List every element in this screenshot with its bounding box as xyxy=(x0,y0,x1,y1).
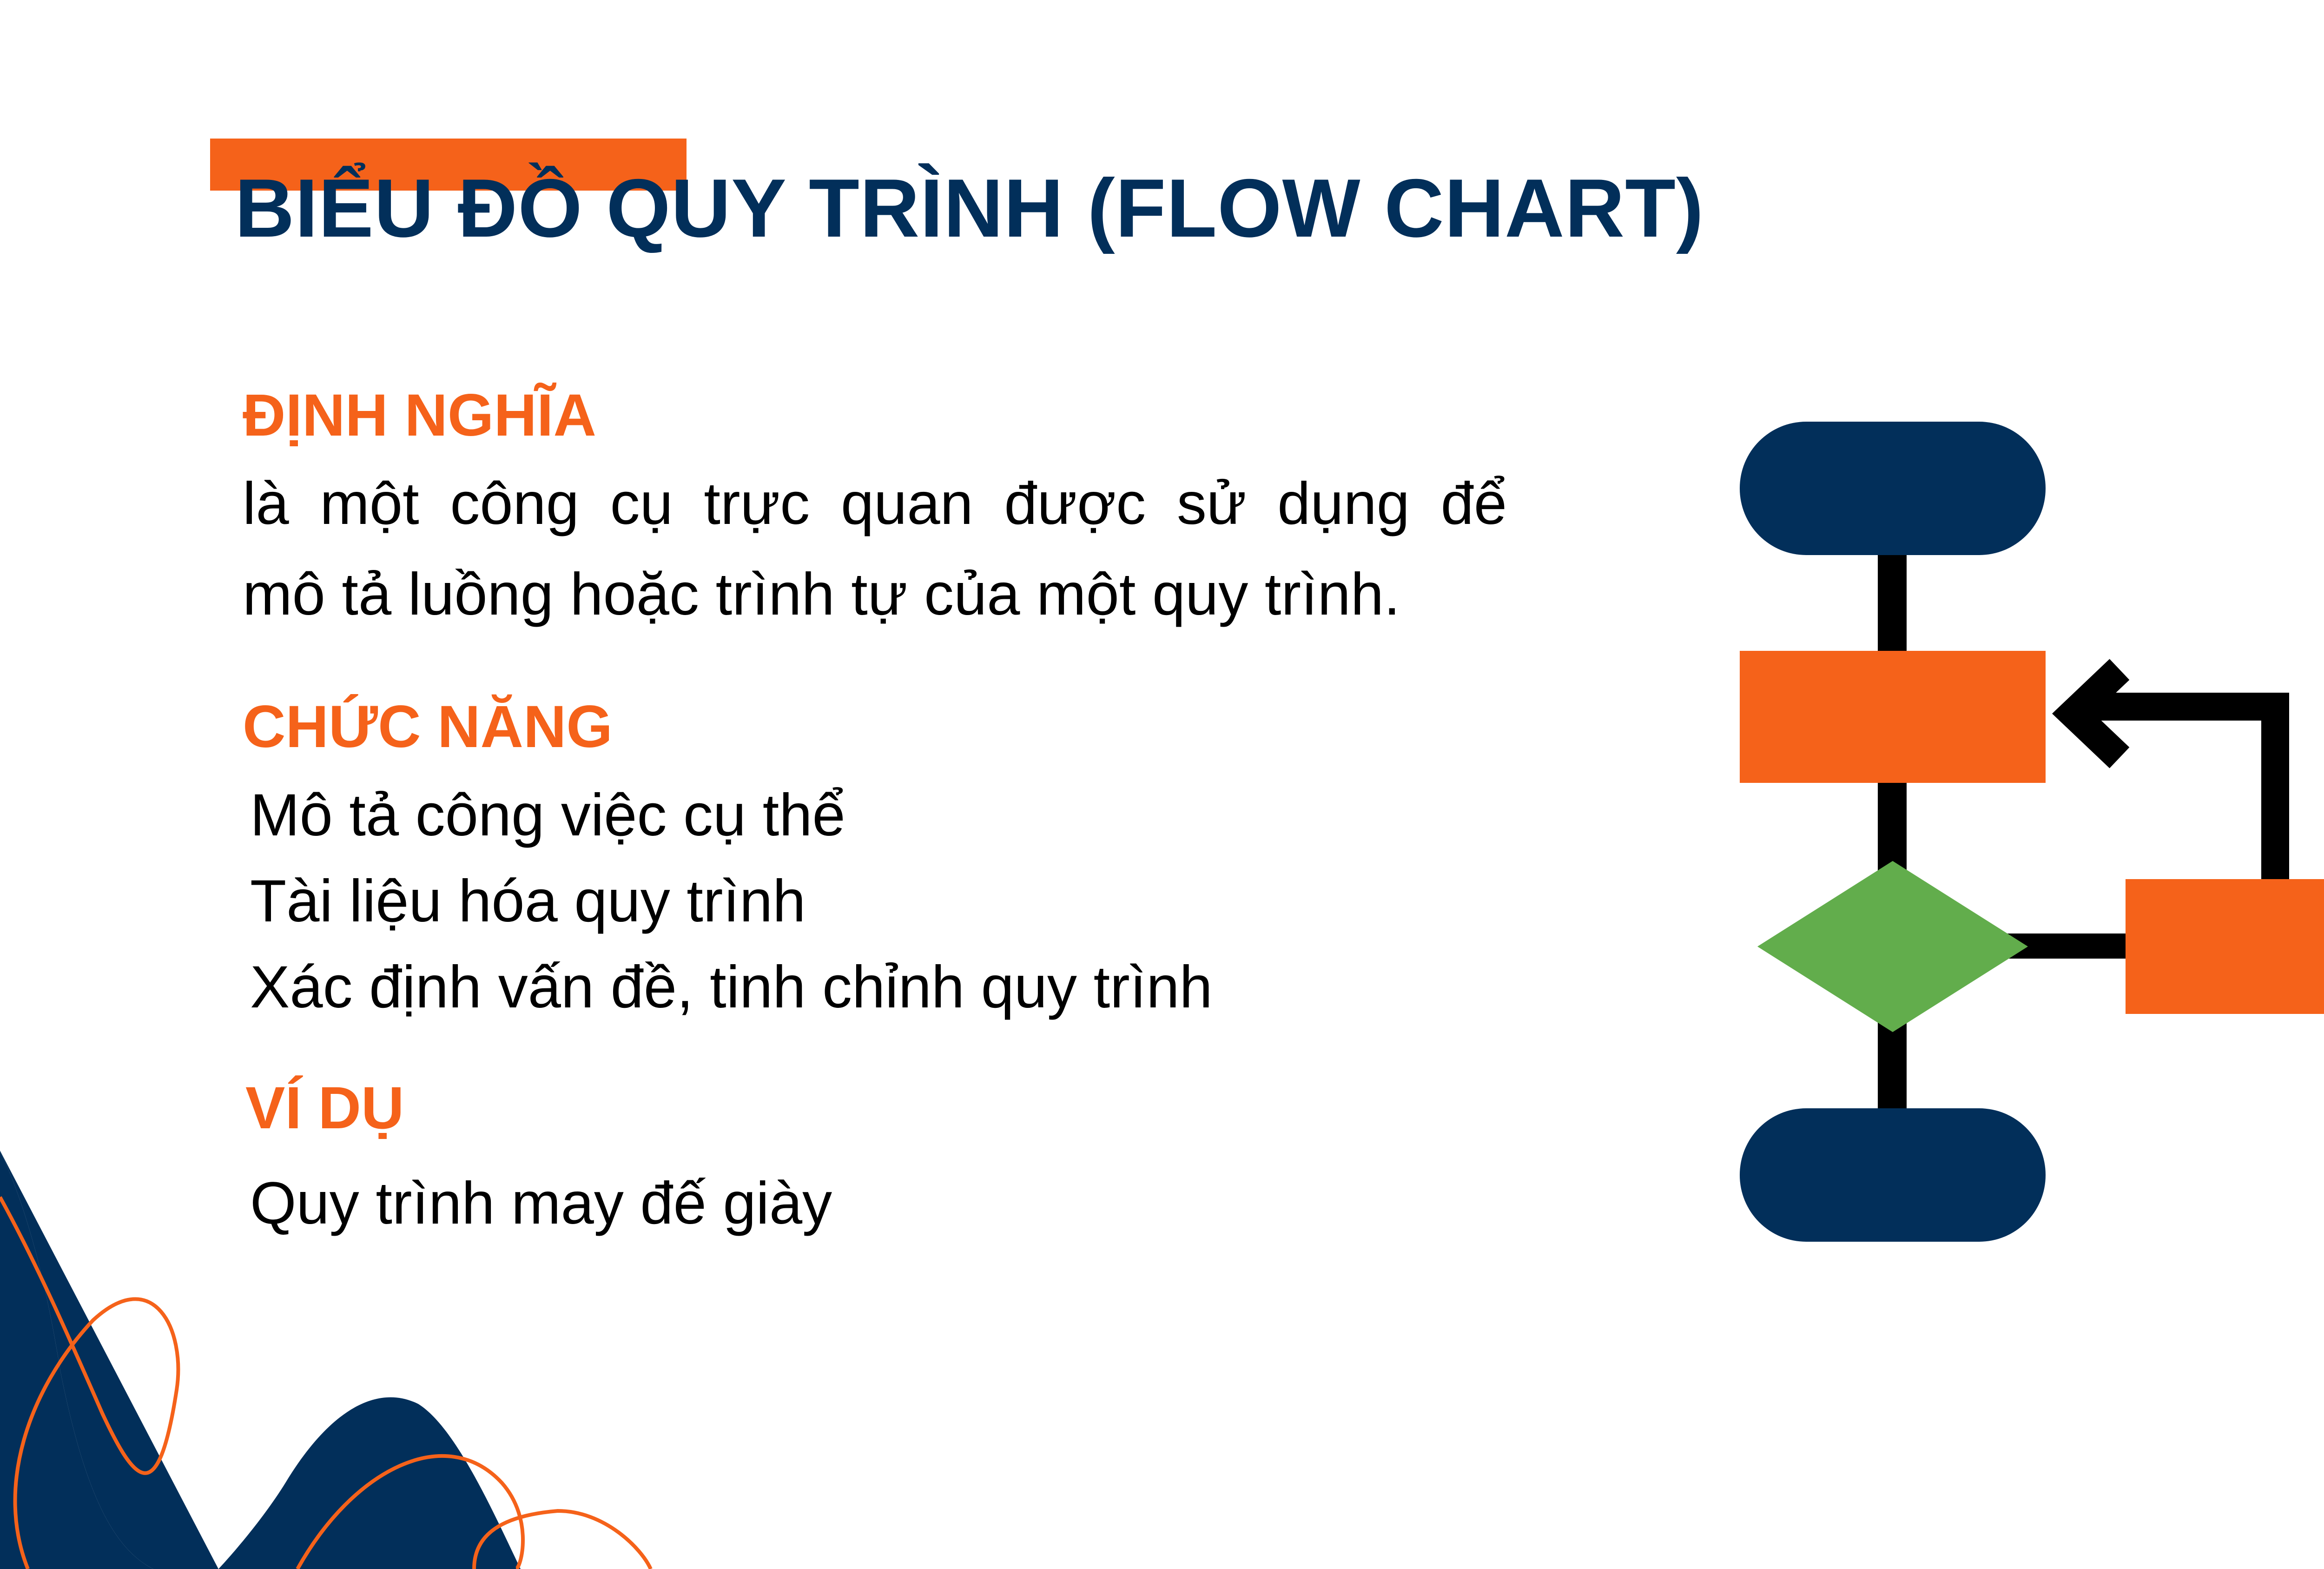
flowchart-illustration xyxy=(1740,422,2324,1242)
function-item-2: Tài liệu hóa quy trình xyxy=(250,868,806,934)
arrow-head-icon xyxy=(2052,659,2130,768)
definition-line-1: là một công cụ trực quan được sử dụng để xyxy=(243,470,1507,537)
function-item-3: Xác định vấn đề, tinh chỉnh quy trình xyxy=(250,954,1213,1020)
title-accent-bar xyxy=(210,139,687,191)
example-text: Quy trình may đế giày xyxy=(250,1170,832,1237)
function-heading: CHỨC NĂNG xyxy=(243,694,613,760)
decision-diamond xyxy=(1757,861,2028,1032)
definition-line-2: mô tả luồng hoặc trình tự của một quy tr… xyxy=(243,561,1400,628)
example-heading: VÍ DỤ xyxy=(245,1075,404,1141)
loop-back-arrow xyxy=(2082,693,2289,883)
start-terminal xyxy=(1740,422,2046,555)
function-item-1: Mô tả công việc cụ thể xyxy=(250,782,845,848)
process-box xyxy=(1740,651,2046,783)
definition-heading: ĐỊNH NGHĨA xyxy=(243,382,596,449)
vertical-connector xyxy=(1878,535,1907,1120)
end-terminal xyxy=(1740,1108,2046,1242)
bottom-left-orange-swirl xyxy=(0,1196,180,1569)
loop-process-box xyxy=(2126,879,2324,1014)
page-title: BIỂU ĐỒ QUY TRÌNH (FLOW CHART) xyxy=(235,162,1704,254)
